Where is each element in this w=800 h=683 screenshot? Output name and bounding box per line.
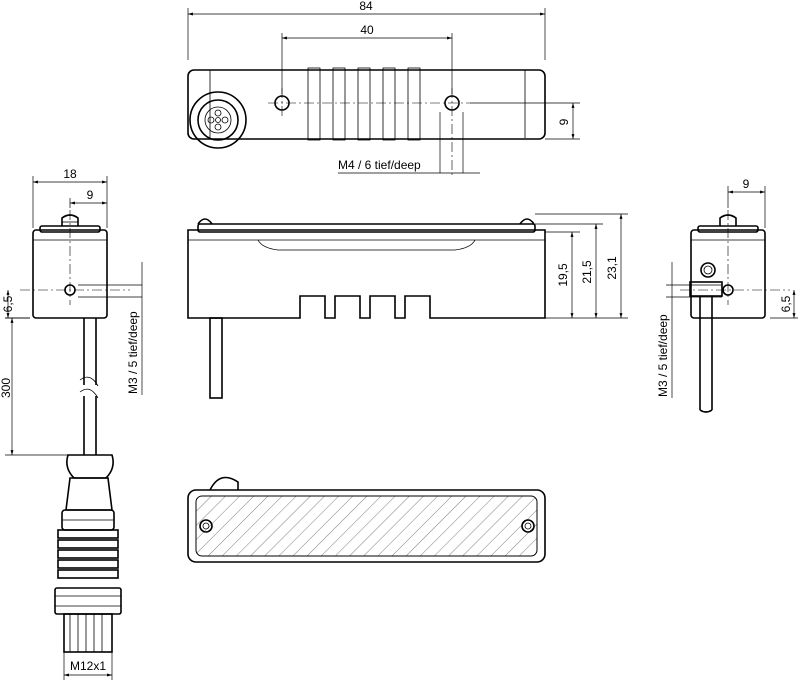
dim-height-total: 23,1 <box>605 256 619 280</box>
m12-socket-face <box>189 91 247 149</box>
dim-right-offset: 9 <box>743 177 750 191</box>
cooling-ribs <box>307 67 421 141</box>
dim-height-mid: 21,5 <box>580 260 594 284</box>
dim-overall-length: 84 <box>359 0 373 13</box>
dim-hole-spacing: 40 <box>360 23 374 37</box>
dim-cable-length: 300 <box>0 378 13 398</box>
left-side-view: 18 9 6,5 M3 / 5 tief/deep 300 <box>0 167 143 680</box>
label-thread-m3-left: M3 / 5 tief/deep <box>126 311 140 394</box>
top-view: 84 40 9 M4 / 6 tief/deep <box>187 0 580 178</box>
dim-hole-offset-top: 9 <box>557 118 571 125</box>
m12-connector <box>54 454 122 653</box>
right-side-view: 9 6,5 M3 / 5 tief/deep <box>656 177 798 413</box>
dim-right-hole-height: 6,5 <box>779 295 793 312</box>
dim-height-inner: 19,5 <box>556 263 570 287</box>
label-thread-m4: M4 / 6 tief/deep <box>338 158 421 172</box>
hatched-base-plate <box>195 495 538 557</box>
dim-side-hole-offset: 9 <box>87 188 94 202</box>
bottom-view <box>187 476 546 563</box>
dim-left-hole-height: 6,5 <box>1 295 15 312</box>
label-thread-m3-right: M3 / 5 tief/deep <box>656 314 670 397</box>
cable <box>79 318 99 455</box>
front-view: 19,5 21,5 23,1 <box>187 213 628 399</box>
label-connector-thread: M12x1 <box>70 659 106 673</box>
dim-side-width: 18 <box>63 167 77 181</box>
